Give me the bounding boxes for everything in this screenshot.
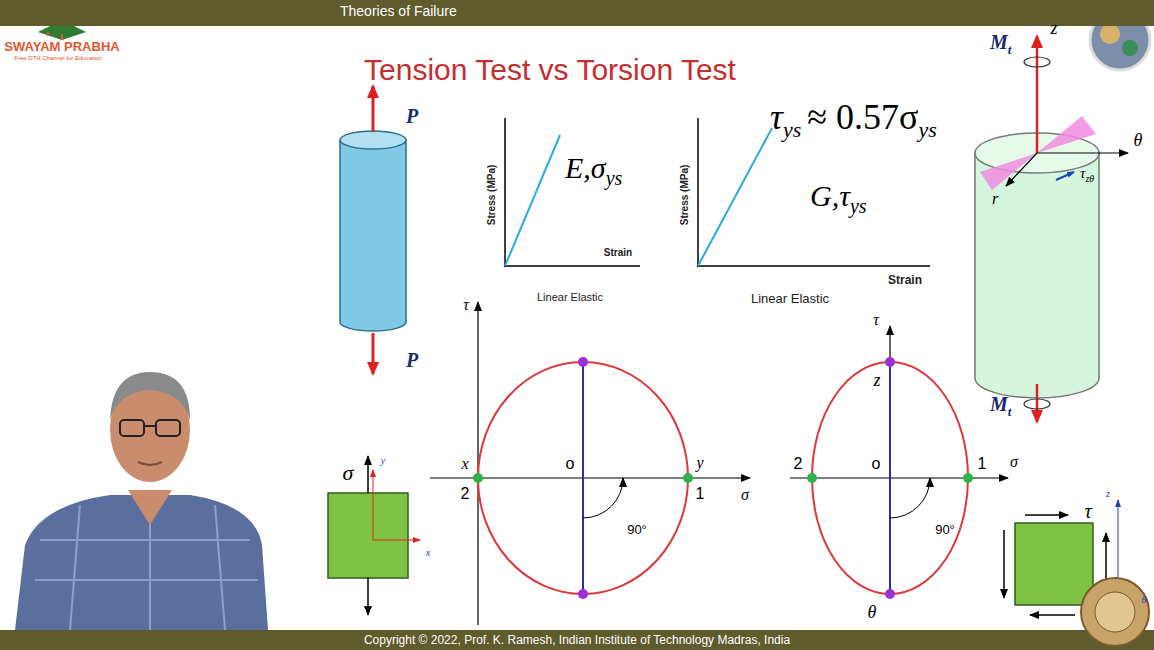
axis-label: r xyxy=(992,191,998,207)
plot-note: Linear Elastic xyxy=(751,292,829,305)
axis-label: θ xyxy=(1134,131,1143,149)
subscript-text: ys xyxy=(918,117,936,142)
stress-element xyxy=(328,456,420,615)
shear-stress-label: τzθ xyxy=(1080,163,1094,185)
load-label: P xyxy=(406,106,418,126)
symbol-text: ≈ 0.57σ xyxy=(807,97,918,137)
stress-symbol: σ xyxy=(343,462,354,484)
symbol-text: τ xyxy=(1080,165,1085,181)
subscript-text: ys xyxy=(783,117,801,142)
torsion-specimen xyxy=(975,36,1128,422)
load-label: P xyxy=(406,350,418,370)
stress-strain-plot xyxy=(504,118,640,267)
subscript-text: t xyxy=(1008,42,1012,57)
symbol-text: τ xyxy=(770,97,783,137)
point-label: 1 xyxy=(978,456,987,472)
band-text: Theories of Failure xyxy=(340,0,457,18)
point-label: x xyxy=(461,456,468,472)
symbol-text: M xyxy=(990,31,1008,53)
mohr-circle xyxy=(430,302,750,625)
subscript-text: ys xyxy=(850,195,867,217)
modulus-label: E,σys xyxy=(565,150,622,190)
point-label: 1 xyxy=(696,486,705,502)
stress-symbol: τ xyxy=(1084,501,1091,521)
axis-title: Strain xyxy=(888,274,922,286)
presenter-figure xyxy=(15,372,268,630)
symbol-text: E,σ xyxy=(565,151,606,184)
subscript-text: ys xyxy=(606,167,623,189)
institute-logo xyxy=(1081,578,1149,646)
axis-title: Stress (MPa) xyxy=(487,165,497,226)
symbol-text: G,τ xyxy=(810,179,850,212)
axis-label: z xyxy=(1106,489,1110,499)
yield-relation: τys≈ 0.57σys xyxy=(770,96,937,143)
axis-label: τ xyxy=(463,297,469,313)
axis-label: x xyxy=(426,548,430,558)
axis-label: y xyxy=(381,456,385,466)
subscript-text: t xyxy=(1008,404,1012,419)
point-label: 2 xyxy=(461,486,470,502)
logo-text: SWAYAM PRABHA xyxy=(4,40,119,53)
axis-label: τ xyxy=(873,312,879,328)
axis-title: Strain xyxy=(604,248,632,258)
point-label: z xyxy=(873,371,880,389)
tension-specimen xyxy=(340,86,406,374)
logo-tagline: Free DTH Channel for Education xyxy=(14,55,101,61)
origin-label: o xyxy=(566,456,575,472)
subscript-text: zθ xyxy=(1085,173,1094,184)
torque-label: Mt xyxy=(990,30,1011,57)
header-band: Theories of Failure xyxy=(0,0,1154,26)
axis-label: σ xyxy=(741,487,749,503)
mohr-circle xyxy=(790,326,1008,599)
plot-note: Linear Elastic xyxy=(537,292,603,303)
point-label: y xyxy=(696,455,703,471)
axis-label: σ xyxy=(1010,454,1018,470)
point-label: 2 xyxy=(794,456,803,472)
angle-label: 90° xyxy=(627,523,647,536)
point-label: θ xyxy=(868,603,877,621)
angle-label: 90° xyxy=(935,523,955,536)
axis-title: Stress (MPa) xyxy=(680,165,690,226)
stress-strain-plot xyxy=(697,118,930,267)
origin-label: o xyxy=(872,456,881,472)
axis-label: z xyxy=(1050,19,1057,37)
torque-label: Mt xyxy=(990,392,1011,419)
axis-label: θ xyxy=(1142,595,1147,605)
modulus-label: G,τys xyxy=(810,178,867,218)
slide-title: Tension Test vs Torsion Test xyxy=(364,55,736,85)
footer-band xyxy=(0,630,1154,650)
symbol-text: M xyxy=(990,393,1008,415)
copyright-caption: Copyright © 2022, Prof. K. Ramesh, India… xyxy=(364,634,790,646)
